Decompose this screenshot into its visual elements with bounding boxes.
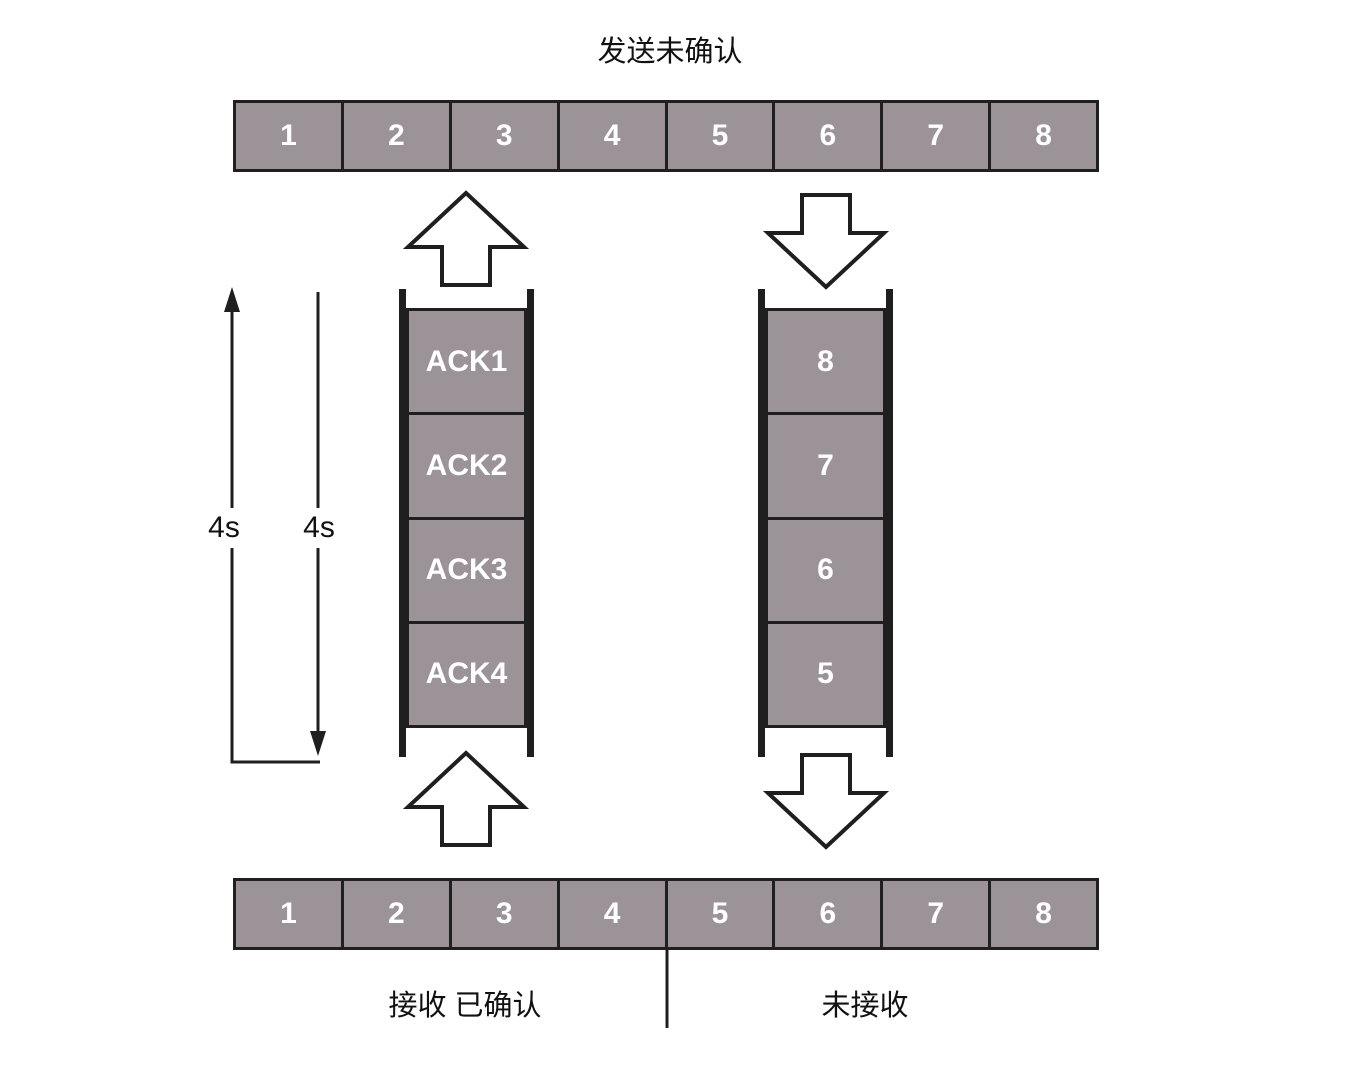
receiver-cell: 7 bbox=[883, 881, 992, 947]
ack-up-arrow-icon bbox=[402, 190, 530, 287]
timer-down-arrowhead-icon bbox=[310, 731, 326, 756]
ack-cell: ACK3 bbox=[409, 520, 524, 624]
sender-cell: 3 bbox=[452, 103, 560, 169]
ack-channel-rail-right bbox=[527, 289, 534, 757]
sender-window-label: 发送未确认 bbox=[597, 36, 743, 68]
ack-cell: ACK1 bbox=[409, 311, 524, 416]
data-channel-rail-right bbox=[886, 289, 893, 757]
data-sink-down-arrow-icon bbox=[762, 753, 890, 850]
timer-up-arrowhead-icon bbox=[224, 287, 240, 312]
data-cell: 5 bbox=[817, 657, 834, 691]
received-label: 接收 已确认 bbox=[388, 990, 542, 1022]
ack-cell: ACK2 bbox=[409, 415, 524, 520]
data-channel-rail-left bbox=[758, 289, 765, 757]
receiver-cell: 3 bbox=[452, 881, 560, 947]
not-received-label: 未接收 bbox=[821, 990, 909, 1022]
data-down-arrow-icon bbox=[762, 193, 890, 290]
data-cell: 8 bbox=[768, 311, 883, 416]
receiver-cell: 2 bbox=[344, 881, 452, 947]
sender-cell: 4 bbox=[560, 103, 668, 169]
timer-label-left: 4s bbox=[197, 508, 251, 548]
timer-label-right: 4s bbox=[292, 508, 346, 548]
receiver-cell: 6 bbox=[775, 881, 884, 947]
ack-channel-rail-left bbox=[399, 289, 406, 757]
receiver-window-bar: 1 2 3 4 5 6 7 8 bbox=[233, 878, 1099, 950]
data-cell: 6 bbox=[768, 520, 883, 624]
ack-cell: ACK4 bbox=[425, 657, 508, 691]
data-cell: 7 bbox=[768, 415, 883, 520]
sender-cell: 7 bbox=[883, 103, 992, 169]
receiver-cell: 8 bbox=[1035, 897, 1052, 930]
receiver-cell: 5 bbox=[668, 881, 776, 947]
sender-cell: 6 bbox=[775, 103, 884, 169]
sender-cell: 8 bbox=[1035, 119, 1052, 152]
receiver-cell: 1 bbox=[236, 881, 344, 947]
sender-cell: 5 bbox=[668, 103, 776, 169]
sender-window-bar: 1 2 3 4 5 6 7 8 bbox=[233, 100, 1099, 172]
data-channel-stack: 8 7 6 5 bbox=[765, 308, 886, 728]
sender-cell: 1 bbox=[236, 103, 344, 169]
receiver-cell: 4 bbox=[560, 881, 668, 947]
timer-up-arrow-line bbox=[230, 306, 320, 764]
ack-channel-stack: ACK1 ACK2 ACK3 ACK4 bbox=[406, 308, 527, 728]
sender-cell: 2 bbox=[344, 103, 452, 169]
ack-source-up-arrow-icon bbox=[402, 750, 530, 847]
